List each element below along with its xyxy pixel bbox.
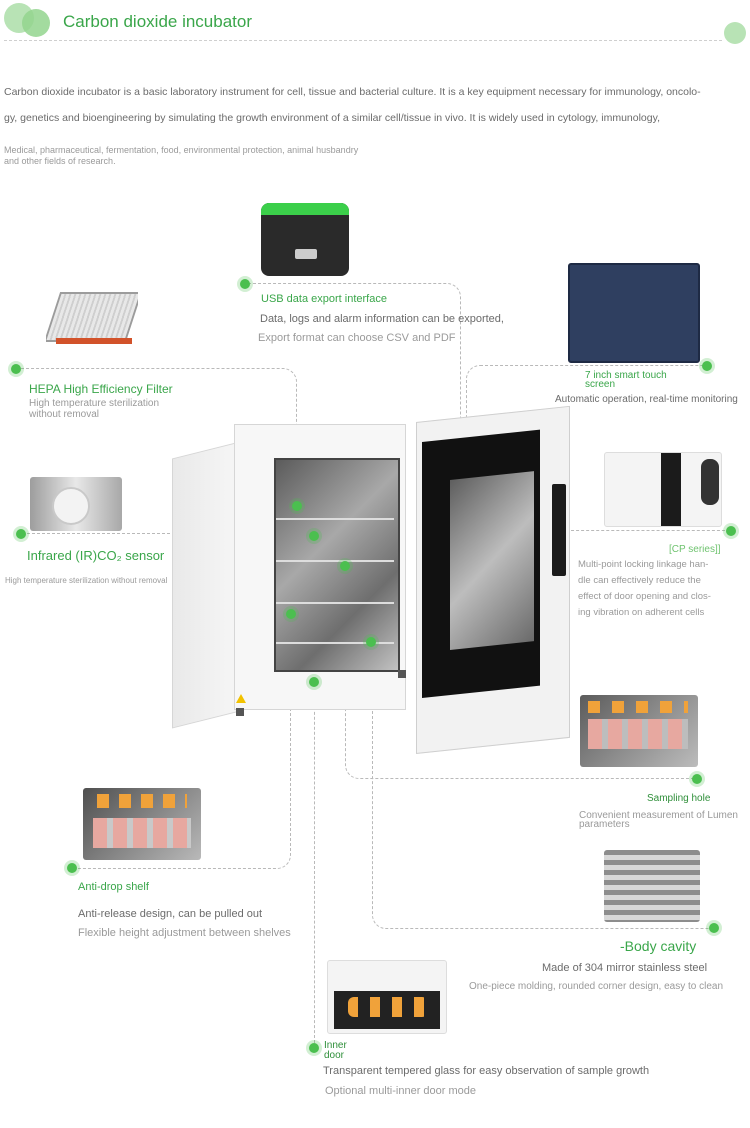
co2-sensor-photo xyxy=(30,477,122,531)
hepa-title: HEPA High Efficiency Filter xyxy=(29,382,173,396)
shelf-desc-2: Flexible height adjustment between shelv… xyxy=(78,927,291,939)
hepa-filter-photo xyxy=(46,282,138,350)
hepa-desc-1: High temperature sterilization xyxy=(29,398,160,409)
marker-dot xyxy=(309,677,319,687)
inner-title-2: door xyxy=(324,1050,345,1061)
header-end-dot xyxy=(724,22,746,44)
marker-dot xyxy=(366,637,376,647)
marker-dot xyxy=(292,501,302,511)
connector-lock xyxy=(566,530,730,531)
sensor-label-dot xyxy=(16,529,26,539)
screen-desc: Automatic operation, real-time monitorin… xyxy=(555,394,738,405)
lock-desc-2: dle can effectively reduce the xyxy=(578,575,701,586)
header-logo-circles xyxy=(4,3,56,39)
inner-desc-2: Optional multi-inner door mode xyxy=(325,1085,477,1097)
cavity-photo xyxy=(604,850,700,922)
connector-cavity xyxy=(372,643,715,929)
sampling-desc-2: parameters xyxy=(579,819,630,830)
header-divider xyxy=(4,40,722,41)
cavity-label-dot xyxy=(709,923,719,933)
connector-shelf xyxy=(72,612,291,869)
incubator-illustration xyxy=(170,405,570,754)
intro-line-2: gy, genetics and bioengineering by simul… xyxy=(4,112,660,124)
connector-inner xyxy=(314,682,315,1048)
connector-screen xyxy=(466,365,709,446)
inner-door-photo xyxy=(327,960,447,1034)
lock-desc-4: ing vibration on adherent cells xyxy=(578,607,705,618)
usb-desc-2: Export format can choose CSV and PDF xyxy=(258,332,456,344)
usb-port-photo xyxy=(261,203,349,276)
usb-desc-1: Data, logs and alarm information can be … xyxy=(260,313,504,325)
intro-line-4: and other fields of research. xyxy=(4,156,116,166)
inner-title-1: Inner xyxy=(324,1040,347,1051)
page-title: Carbon dioxide incubator xyxy=(63,12,253,31)
sampling-desc-1: Convenient measurement of Lumen xyxy=(579,810,738,821)
cavity-desc-2: One-piece molding, rounded corner design… xyxy=(469,981,724,992)
connector-sensor xyxy=(22,533,290,534)
inner-label-dot xyxy=(309,1043,319,1053)
connector-usb xyxy=(248,283,461,444)
shelf-photo xyxy=(83,788,201,860)
sampling-photo xyxy=(580,695,698,767)
intro-line-3: Medical, pharmaceutical, fermentation, f… xyxy=(4,145,359,155)
shelf-label-dot xyxy=(67,863,77,873)
marker-dot xyxy=(309,531,319,541)
intro-line-1: Carbon dioxide incubator is a basic labo… xyxy=(4,86,701,98)
lock-desc-3: effect of door opening and clos- xyxy=(578,591,711,602)
hepa-desc-2: without removal xyxy=(29,409,100,420)
inner-desc-1: Transparent tempered glass for easy obse… xyxy=(323,1065,650,1077)
lock-title: [CP series]] xyxy=(669,544,721,555)
lock-label-dot xyxy=(726,526,736,536)
hepa-label-dot xyxy=(11,364,21,374)
sensor-desc: High temperature sterilization without r… xyxy=(5,576,168,585)
screen-label-dot xyxy=(702,361,712,371)
shelf-desc-1: Anti-release design, can be pulled out xyxy=(78,908,263,920)
cavity-desc-1: Made of 304 mirror stainless steel xyxy=(542,962,708,974)
touch-screen-photo xyxy=(568,263,700,363)
door-handle-photo xyxy=(604,452,722,527)
marker-dot xyxy=(340,561,350,571)
usb-label-dot xyxy=(240,279,250,289)
marker-dot xyxy=(286,609,296,619)
sampling-title: Sampling hole xyxy=(647,793,711,804)
sampling-label-dot xyxy=(692,774,702,784)
screen-title-2: screen xyxy=(585,379,616,390)
sensor-title: Infrared (IR)CO₂ sensor xyxy=(27,548,165,563)
screen-title-1: 7 inch smart touch xyxy=(585,370,667,381)
shelf-title: Anti-drop shelf xyxy=(78,881,149,893)
usb-title: USB data export interface xyxy=(261,293,387,305)
lock-desc-1: Multi-point locking linkage han- xyxy=(578,559,709,570)
cavity-title: -Body cavity xyxy=(620,938,697,954)
